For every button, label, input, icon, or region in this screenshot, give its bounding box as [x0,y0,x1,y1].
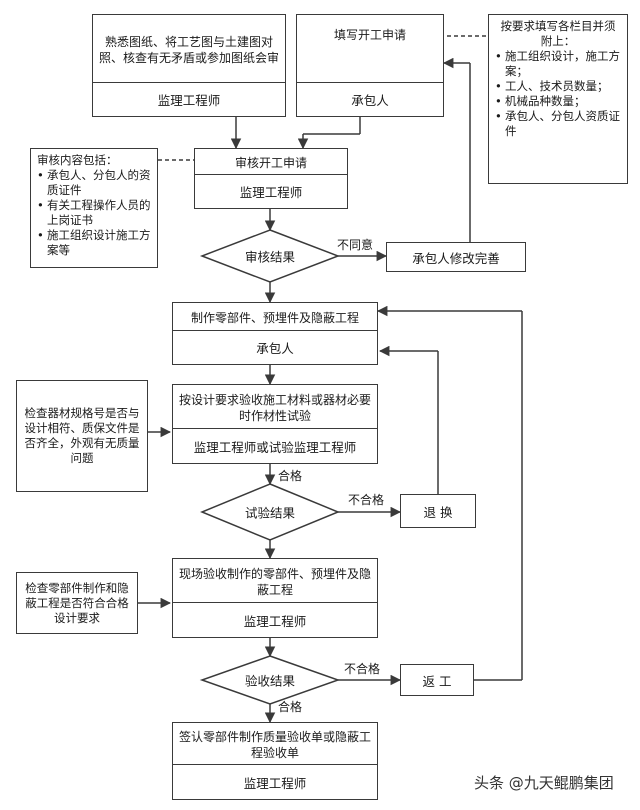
box-fill-application-role: 承包人 [297,82,443,116]
box-review-application-text: 审核开工申请 [234,156,307,170]
note-review-contents: 审核内容包括： 承包人、分包人的资质证件 有关工程操作人员的上岗证书 施工组织设… [30,148,158,268]
note-check-materials: 检查器材规格号是否与设计相符、质保文件是否齐全，外观有无质量问题 [16,380,148,492]
box-fill-application: 填写开工申请 承包人 [296,14,444,117]
box-sign-off-role: 监理工程师 [173,764,377,799]
note-review-contents-title: 审核内容包括： [37,153,118,167]
note-fill-requirements: 按要求填写各栏目并须附上： 施工组织设计，施工方案； 工人、技术员数量； 机械品… [488,14,628,184]
box-inspect-materials-role: 监理工程师或试验监理工程师 [173,428,377,463]
edge-label-fail-1: 不合格 [348,493,385,507]
edge-label-pass-1: 合格 [278,469,303,483]
box-site-inspection-role: 监理工程师 [173,602,377,637]
decision-acceptance-label: 验收结果 [244,673,296,689]
box-contractor-revise: 承包人修改完善 [386,242,526,272]
box-rework: 返 工 [400,664,474,696]
decision-review-shape [199,229,341,283]
decision-test-shape [200,483,340,541]
box-inspect-materials: 按设计要求验收施工材料或器材必要时作材性试验 监理工程师或试验监理工程师 [172,384,378,464]
note-fill-requirements-title: 按要求填写各栏目并须附上： [500,19,616,48]
edge-label-pass-2: 合格 [278,700,303,714]
box-inspect-materials-text: 按设计要求验收施工材料或器材必要时作材性试验 [179,393,372,423]
box-sign-off-text: 签认零部件制作质量验收单或隐蔽工程验收单 [179,730,372,760]
decision-test-label: 试验结果 [244,505,296,521]
note-check-parts: 检查零部件制作和隐蔽工程是否符合合格设计要求 [16,572,138,634]
edge-label-fail-2: 不合格 [344,662,381,676]
box-make-parts-text: 制作零部件、预埋件及隐蔽工程 [190,311,359,325]
box-fill-application-text: 填写开工申请 [333,28,406,42]
box-site-inspection-text: 现场验收制作的零部件、预埋件及隐蔽工程 [179,567,372,597]
note-fill-item: 机械品种数量； [495,94,621,109]
box-site-inspection: 现场验收制作的零部件、预埋件及隐蔽工程 监理工程师 [172,558,378,638]
note-fill-item: 工人、技术员数量； [495,79,621,94]
note-fill-item: 承包人、分包人资质证件 [495,109,621,139]
box-sign-off: 签认零部件制作质量验收单或隐蔽工程验收单 监理工程师 [172,722,378,800]
edge-label-disagree: 不同意 [337,238,374,252]
watermark: 头条 @九天鲲鹏集团 [474,774,614,792]
decision-review-label: 审核结果 [244,249,296,265]
note-fill-item: 施工组织设计，施工方案； [495,49,621,79]
box-review-drawings-text: 熟悉图纸、将工艺图与土建图对照、核查有无矛盾或参加图纸会审 [99,35,280,65]
box-make-parts-role: 承包人 [173,330,377,364]
note-review-item: 施工组织设计施工方案等 [37,228,151,258]
box-make-parts: 制作零部件、预埋件及隐蔽工程 承包人 [172,302,378,365]
note-review-item: 有关工程操作人员的上岗证书 [37,198,151,228]
box-review-drawings-role: 监理工程师 [93,82,285,116]
note-review-item: 承包人、分包人的资质证件 [37,168,151,198]
box-review-drawings: 熟悉图纸、将工艺图与土建图对照、核查有无矛盾或参加图纸会审 监理工程师 [92,14,286,117]
decision-acceptance-shape [199,655,341,705]
box-review-application-role: 监理工程师 [195,174,347,208]
box-return-replace: 退 换 [400,494,476,528]
box-review-application: 审核开工申请 监理工程师 [194,148,348,209]
